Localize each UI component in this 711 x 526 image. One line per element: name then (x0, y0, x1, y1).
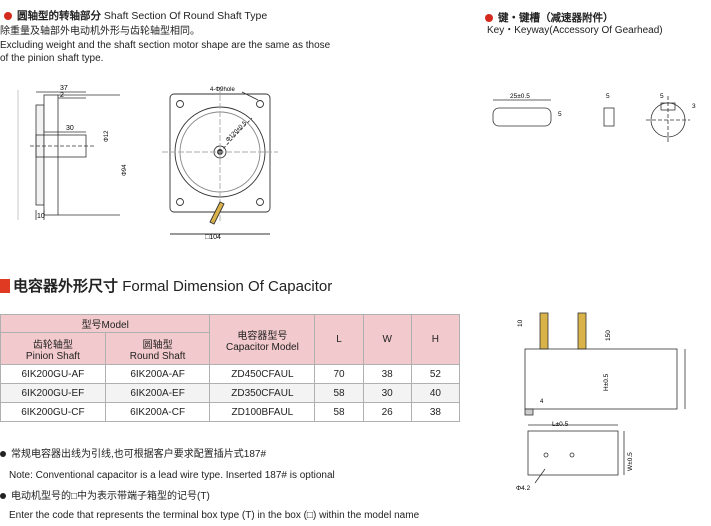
dim-cap-150: 150 (605, 330, 612, 341)
shaft-note-en-2: of the pinion shaft type. (0, 53, 104, 64)
shaft-front-drawing: 4-Φ9hole Φ120±0.5 □104 (162, 87, 278, 241)
shaft-side-drawing: 37 2 30 10 Φ12 Φ94 (17, 85, 128, 220)
key-section-title: 键・键槽（减速器附件） (485, 10, 614, 25)
bullet-icon (485, 14, 493, 23)
dim-key-3: 3 (692, 103, 696, 110)
dim-phi94: Φ94 (122, 164, 128, 176)
note-1-en: Note: Conventional capacitor is a lead w… (9, 470, 335, 481)
dim-37: 37 (60, 85, 68, 92)
dim-cap-l: L±0.5 (552, 421, 569, 428)
note-2-cn: 电动机型号的□中为表示带端子箱型的记号(T) (0, 490, 210, 503)
key-section-subtitle: Key・Keyway(Accessory Of Gearhead) (487, 25, 663, 36)
th-model-group: 型号Model (0, 314, 211, 333)
dim-cap-4: 4 (540, 399, 544, 405)
dim-10: 10 (37, 213, 45, 220)
capacitor-drawing: 10 150 H±0.5 4 L±0.5 W±0.5 Φ4.2 (516, 312, 686, 492)
dim-key-25: 25±0.5 (510, 93, 530, 100)
dim-30: 30 (66, 125, 74, 132)
dim-cap-h: H±0.5 (603, 373, 610, 391)
dim-key-5c: 5 (660, 93, 664, 100)
th-h: H (410, 314, 461, 365)
dim-pcd: Φ120±0.5 (225, 120, 248, 143)
th-l: L (314, 314, 364, 365)
key-drawing: 25±0.5 5 5 5 3 (492, 93, 696, 144)
dim-sq104: □104 (205, 234, 221, 241)
shaft-note-cn: 除重量及轴部外电动机外形与齿轮轴型相同。 (0, 26, 200, 37)
bullet-icon (0, 451, 6, 458)
capacitor-section-title: 电容器外形尺寸 Formal Dimension Of Capacitor (0, 275, 332, 296)
bullet-icon (4, 12, 12, 21)
dim-key-5a: 5 (558, 111, 562, 118)
shaft-section-title: 圆轴型的转轴部分 Shaft Section Of Round Shaft Ty… (4, 8, 267, 23)
section-marker (0, 279, 10, 293)
bullet-icon (0, 493, 6, 500)
shaft-note-en-1: Excluding weight and the shaft section m… (0, 40, 331, 51)
dim-phi12: Φ12 (104, 130, 110, 142)
note-2-en: Enter the code that represents the termi… (9, 510, 420, 521)
dim-cap-10: 10 (517, 319, 524, 327)
dim-cap-w: W±0.5 (627, 452, 634, 471)
dim-cap-phi: Φ4.2 (516, 485, 531, 492)
dim-key-5b: 5 (606, 93, 610, 100)
note-1-cn: 常规电容器出线为引线,也可根据客户要求配置插片式187# (0, 448, 266, 461)
dim-2: 2 (60, 92, 64, 99)
dim-hole: 4-Φ9hole (210, 87, 235, 93)
th-w: W (362, 314, 412, 365)
